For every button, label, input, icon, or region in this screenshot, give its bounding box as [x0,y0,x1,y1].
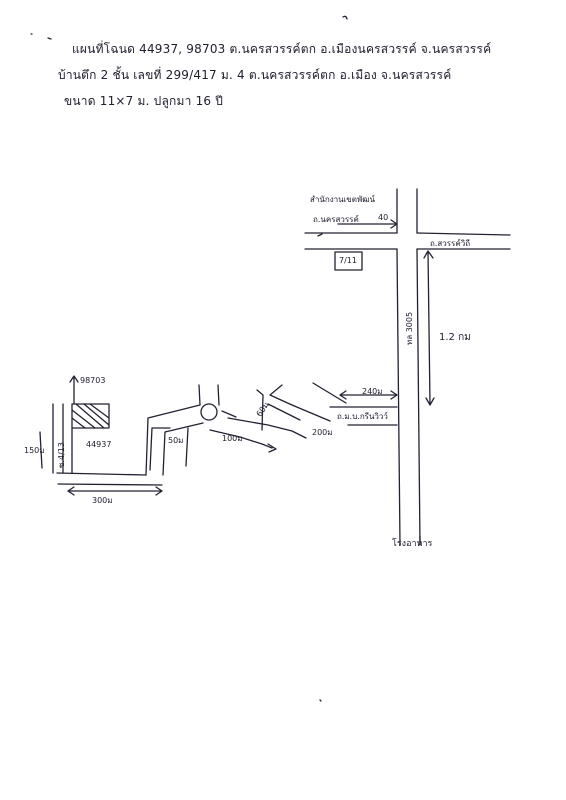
distance-300-arrow [67,486,163,496]
short-spur [256,389,264,431]
segment-50-label: 50ม [168,436,184,445]
segment-200-label: 200ม [312,428,333,437]
stray-mark [30,33,52,40]
diag-road-d [267,403,301,421]
stray-mark [342,15,348,20]
office-street [396,188,418,234]
box-label: 7/11 [339,256,357,265]
seven-eleven-box [334,251,363,271]
distance-top-label: 40 [378,213,389,222]
distance-40-arrow [337,219,398,229]
office-label-2: ถ.นครสวรรค์ [313,215,359,224]
segment-300-label: 300ม [92,496,113,505]
deed-top-label: 98703 [80,376,106,385]
distance-240-arrow [339,390,398,400]
diag-road-c [269,384,293,406]
school-label: โรงอาหาร [392,539,433,549]
top-road-upper-edge [304,232,511,236]
office-label-1: สำนักงานเขตพัฒน์ [310,195,375,204]
segment-240-label: 240ม [362,387,383,396]
main-road-left-edge [396,248,401,546]
distance-150-arrow [39,431,43,469]
header-line-3: ขนาด 11×7 ม. ปลูกมา 16 ปี [64,94,224,108]
distance-1-2km-arrow [423,250,435,406]
west-road-outer [145,404,201,476]
roundabout [200,403,218,421]
diag-road-a [312,382,347,404]
stray-mark [317,233,323,237]
west-road-arrow [149,427,171,471]
soi-small-label: ซ.4/13 [57,442,66,468]
distance-vertical-label: 1.2 กม [439,332,471,343]
roundabout-north-road [198,384,220,406]
plot-hatching [71,403,110,429]
soi-label: ถ.ม.บ.กรีนวิวว์ [337,412,388,421]
main-road-right-edge [416,248,421,546]
diag-road-b [291,404,331,422]
diag-road-e [227,417,307,439]
roundabout-east-road [221,410,237,418]
header-line-2: บ้านตึก 2 ชั้น เลขที่ 299/417 ม. 4 ต.นคร… [58,68,452,82]
segment-100-label: 100ม [222,434,243,443]
west-road-inner [162,422,204,476]
header-line-1: แผนที่โฉนด 44937, 98703 ต.นครสวรรค์ตก อ.… [72,42,492,56]
property-soi [52,403,64,474]
main-road-label: ทล 3005 [405,311,414,345]
deed-bottom-label: 44937 [86,440,112,449]
plot-pointer [69,375,79,405]
bottom-road [56,472,163,486]
segment-150-label: 150ม [24,446,45,455]
road-right-label: ถ.สวรรค์วิถี [430,239,471,248]
diag-road-f [209,429,277,453]
stray-mark [319,699,322,702]
